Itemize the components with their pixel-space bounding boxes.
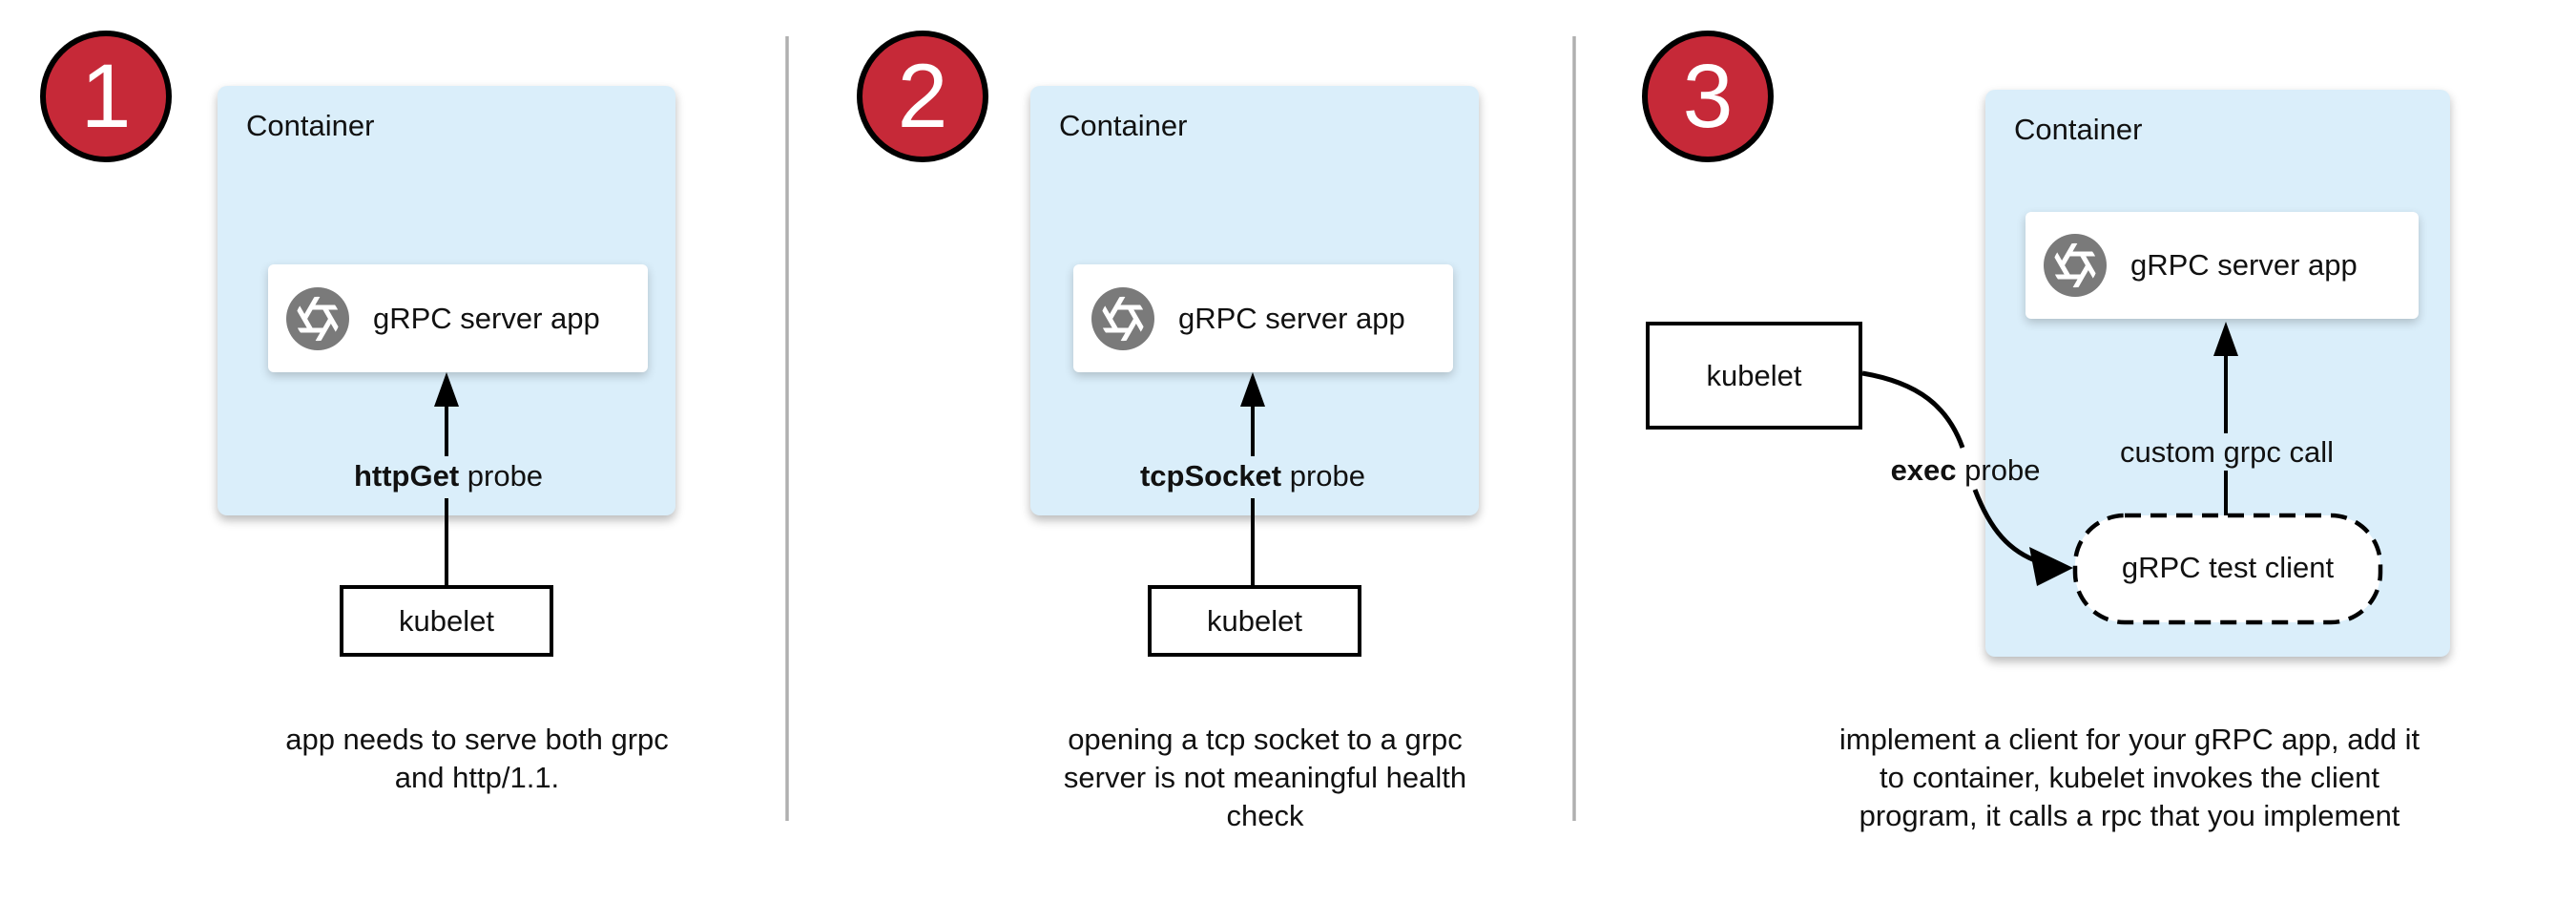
probe-label-httpget: httpGet probe xyxy=(354,459,543,493)
grpc-server-app-box: gRPC server app xyxy=(268,264,648,372)
exec-arrow-curve xyxy=(1861,370,1965,449)
kubelet-label: kubelet xyxy=(1207,603,1302,638)
caption-line: check xyxy=(1226,799,1304,832)
grpc-server-app-box: gRPC server app xyxy=(2025,212,2419,319)
probe-label-tcpsocket: tcpSocket probe xyxy=(1140,459,1365,493)
caption-line: app needs to serve both grpc xyxy=(285,723,669,756)
probe-word: probe xyxy=(1281,459,1366,493)
panel-caption-3: implement a client for your gRPC app, ad… xyxy=(1839,721,2420,835)
container-title: Container xyxy=(1059,109,1188,142)
probe-type: tcpSocket xyxy=(1139,459,1282,493)
caption-line: program, it calls a rpc that you impleme… xyxy=(1859,799,2400,832)
step-badge-1: 1 xyxy=(40,31,172,162)
probe-type: httpGet xyxy=(353,459,460,493)
container-title: Container xyxy=(246,109,375,142)
grpc-test-client-label: gRPC test client xyxy=(2121,551,2335,584)
caption-line: to container, kubelet invokes the client xyxy=(1880,761,2379,794)
aperture-icon xyxy=(2041,231,2109,300)
probe-label-exec: exec probe xyxy=(1891,453,2041,488)
caption-line: and http/1.1. xyxy=(394,761,560,794)
aperture-icon xyxy=(1089,284,1157,353)
step-number: 2 xyxy=(897,45,948,147)
caption-line: opening a tcp socket to a grpc xyxy=(1068,723,1463,756)
step-badge-2: 2 xyxy=(857,31,988,162)
panel-caption-2: opening a tcp socket to a grpc server is… xyxy=(1064,721,1466,835)
container-title: Container xyxy=(2014,113,2143,146)
probe-word: probe xyxy=(1956,453,2041,487)
probe-word: probe xyxy=(459,459,544,493)
kubelet-label: kubelet xyxy=(399,603,494,638)
step-number: 3 xyxy=(1682,45,1734,147)
kubelet-box: kubelet xyxy=(1646,322,1862,430)
probe-type: exec xyxy=(1890,453,1957,487)
aperture-icon xyxy=(283,284,352,353)
step-number: 1 xyxy=(80,45,132,147)
kubelet-box: kubelet xyxy=(340,585,553,657)
panel-caption-1: app needs to serve both grpc and http/1.… xyxy=(285,721,669,797)
caption-line: server is not meaningful health xyxy=(1063,761,1467,794)
grpc-server-app-box: gRPC server app xyxy=(1073,264,1453,372)
step-badge-3: 3 xyxy=(1642,31,1774,162)
kubelet-label: kubelet xyxy=(1706,358,1802,392)
caption-line: implement a client for your gRPC app, ad… xyxy=(1839,723,2420,756)
app-box-label: gRPC server app xyxy=(1178,301,1405,335)
app-box-label: gRPC server app xyxy=(373,301,600,335)
app-box-label: gRPC server app xyxy=(2130,248,2358,282)
kubelet-box: kubelet xyxy=(1148,585,1361,657)
custom-grpc-call-label: custom grpc call xyxy=(2120,435,2334,469)
